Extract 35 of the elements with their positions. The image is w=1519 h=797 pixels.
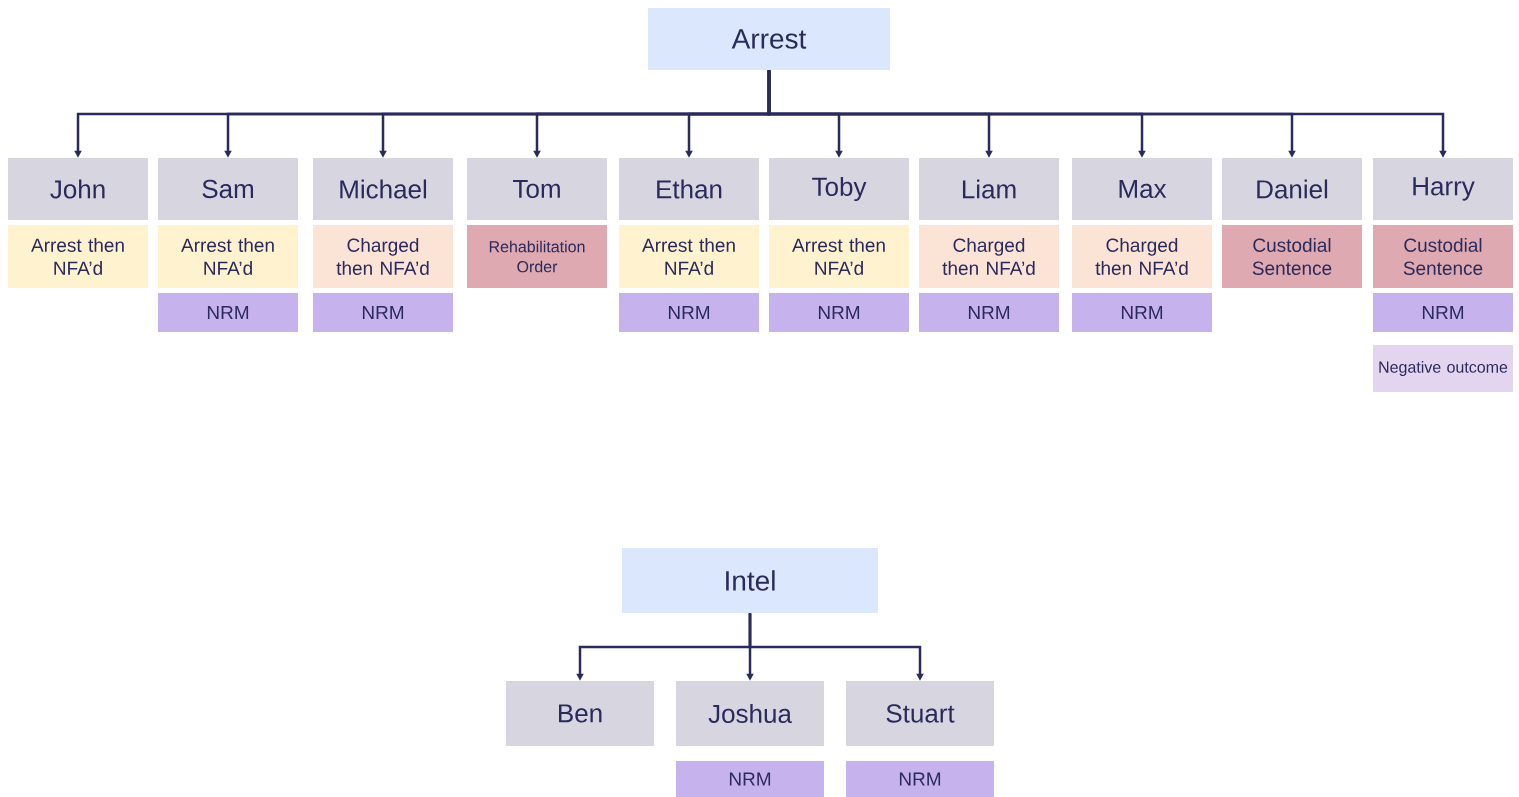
nrm-box: NRM <box>158 293 298 332</box>
outcome-box: Arrest then NFA’d <box>8 225 148 288</box>
name-box: Tom <box>467 158 607 220</box>
name-box: Harry <box>1373 158 1513 220</box>
nrm-box: NRM <box>676 761 824 797</box>
name-box: John <box>8 158 148 220</box>
heading-box: Intel <box>622 548 878 613</box>
nrm-box: NRM <box>313 293 453 332</box>
outcome-box: Charged then NFA’d <box>919 225 1059 288</box>
name-box: Liam <box>919 158 1059 220</box>
name-box: Stuart <box>846 681 994 746</box>
name-box: Joshua <box>676 681 824 746</box>
outcome-box: Arrest then NFA’d <box>769 225 909 288</box>
name-box: Toby <box>769 158 909 220</box>
name-box: Ethan <box>619 158 759 220</box>
name-box: Max <box>1072 158 1212 220</box>
outcome-box: Custodial Sentence <box>1373 225 1513 288</box>
outcome-box: Negative outcome <box>1373 345 1513 392</box>
outcome-box: Arrest then NFA’d <box>158 225 298 288</box>
nrm-box: NRM <box>619 293 759 332</box>
outcome-box: Rehabilitation Order <box>467 225 607 288</box>
name-box: Ben <box>506 681 654 746</box>
outcome-box: Custodial Sentence <box>1222 225 1362 288</box>
outcome-box: Charged then NFA’d <box>1072 225 1212 288</box>
nrm-box: NRM <box>1072 293 1212 332</box>
outcome-box: Arrest then NFA’d <box>619 225 759 288</box>
name-box: Daniel <box>1222 158 1362 220</box>
name-box: Michael <box>313 158 453 220</box>
nrm-box: NRM <box>1373 293 1513 332</box>
nrm-box: NRM <box>846 761 994 797</box>
nrm-box: NRM <box>769 293 909 332</box>
nrm-box: NRM <box>919 293 1059 332</box>
name-box: Sam <box>158 158 298 220</box>
heading-box: Arrest <box>648 8 890 70</box>
outcome-box: Charged then NFA’d <box>313 225 453 288</box>
